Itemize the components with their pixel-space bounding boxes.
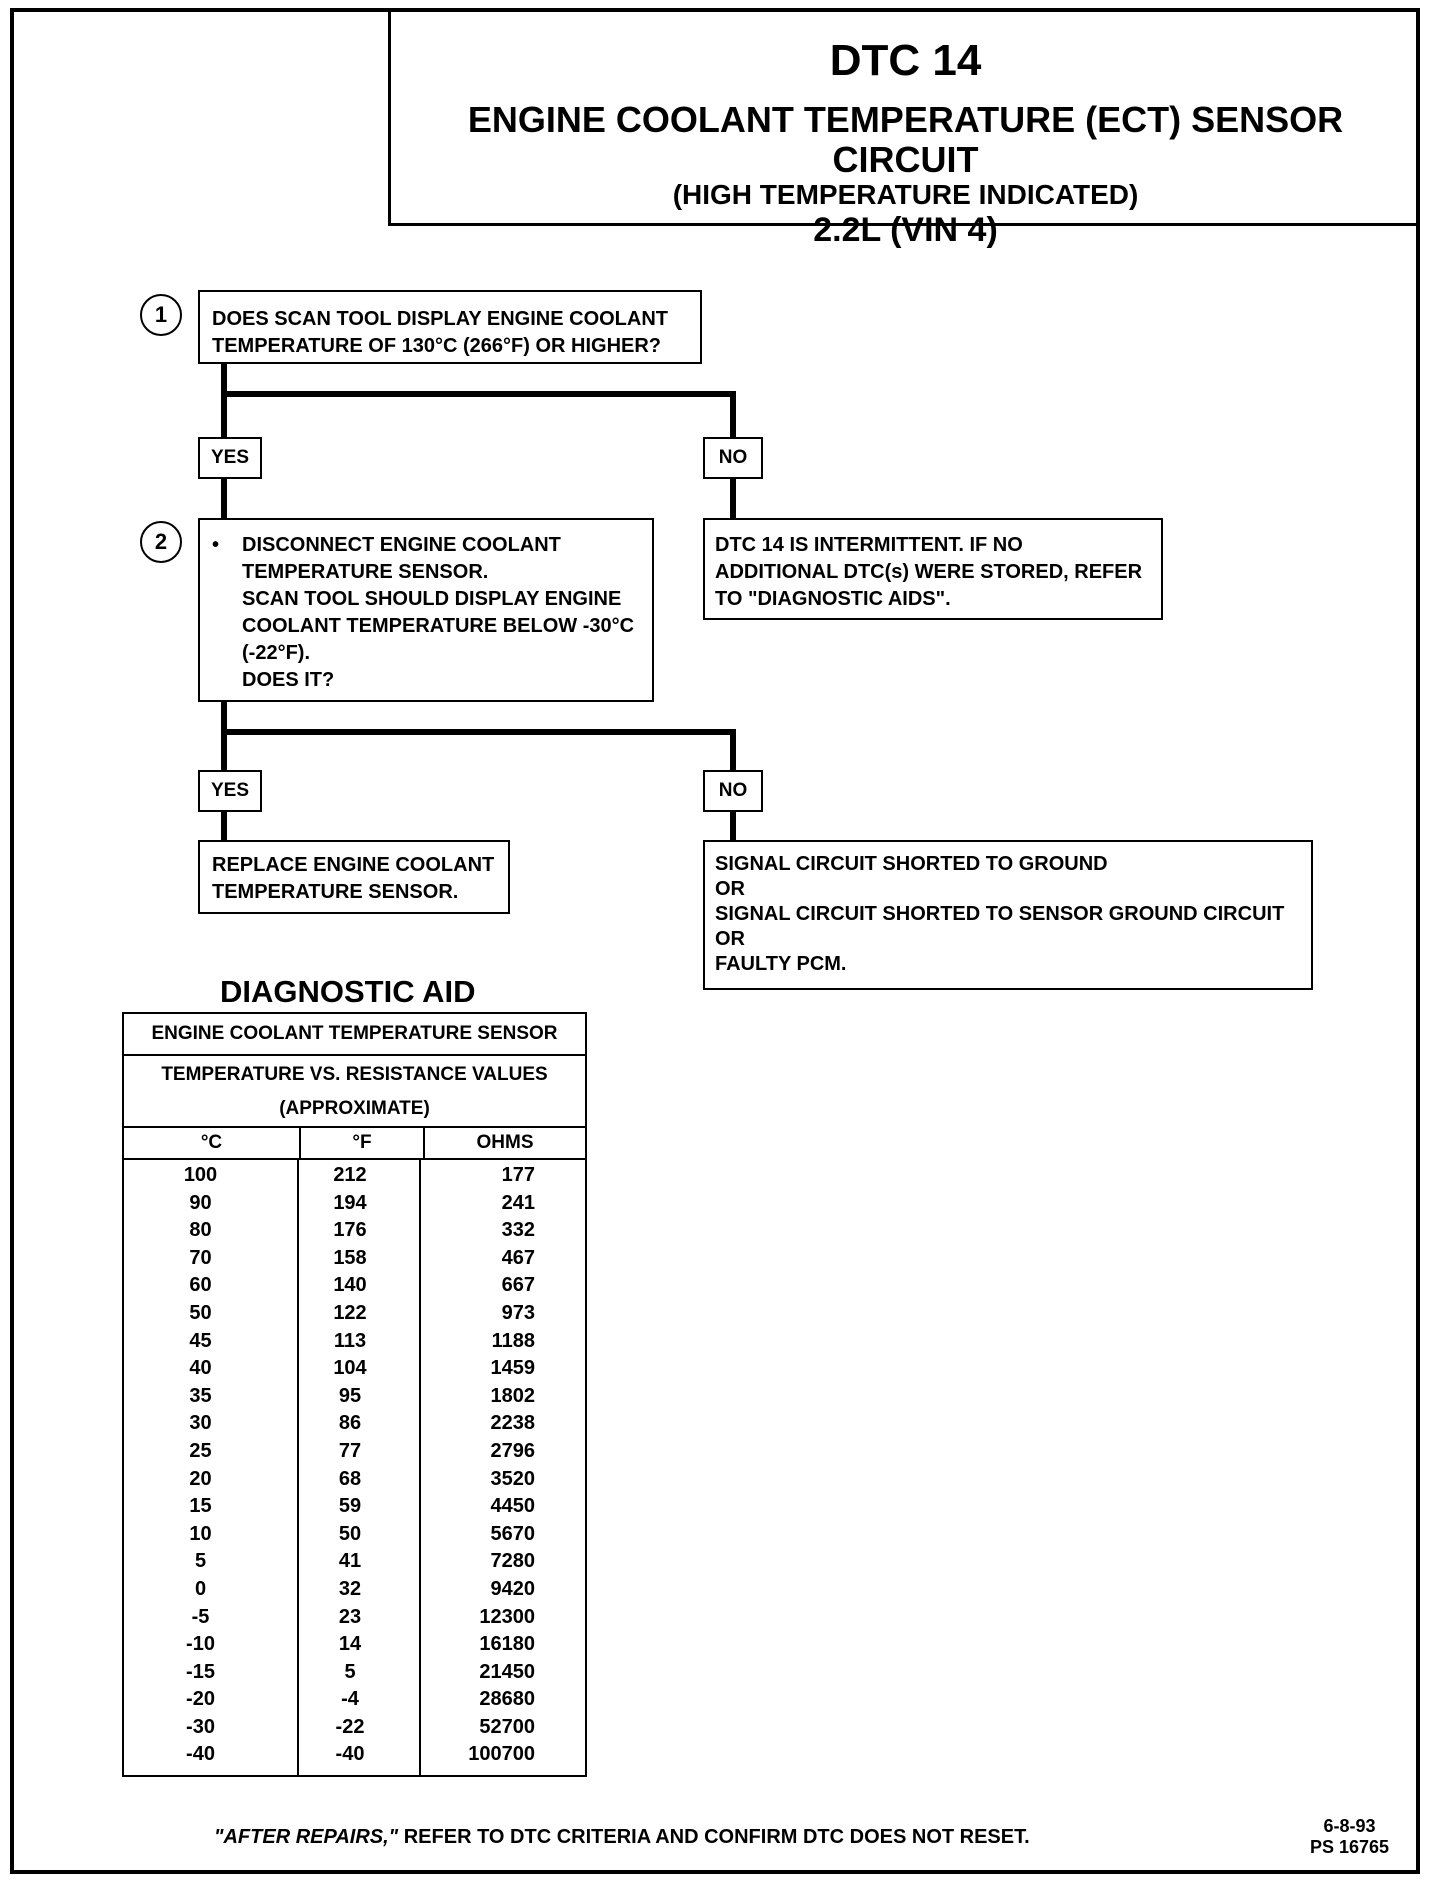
column-celsius: °C	[124, 1128, 301, 1158]
yes-label-1: YES	[198, 437, 262, 479]
no-label-2: NO	[703, 770, 763, 812]
yes-label-2: YES	[198, 770, 262, 812]
step-1-box: DOES SCAN TOOL DISPLAY ENGINE COOLANT TE…	[198, 290, 702, 364]
table-header-row: °C °F OHMS	[124, 1128, 585, 1160]
connector	[221, 812, 227, 842]
dtc-code: DTC 14	[829, 36, 982, 85]
page-frame	[10, 8, 1420, 1874]
after-repairs-note: "AFTER REPAIRS," REFER TO DTC CRITERIA A…	[214, 1826, 1030, 1849]
connector	[221, 729, 736, 735]
dtc-subtitle: (HIGH TEMPERATURE INDICATED)	[672, 179, 1139, 210]
connector	[730, 812, 736, 842]
no-label-1: NO	[703, 437, 763, 479]
connector	[221, 479, 227, 519]
bullet: •	[212, 534, 220, 556]
step-2-number: 2	[140, 521, 182, 563]
table-subtitle-line-1: TEMPERATURE VS. RESISTANCE VALUES	[161, 1064, 548, 1085]
connector	[221, 702, 227, 792]
connector	[730, 729, 736, 773]
ps-number: PS 16765	[1310, 1837, 1390, 1857]
title-block: DTC 14 ENGINE COOLANT TEMPERATURE (ECT) …	[388, 8, 1420, 249]
diagnostic-aid-title: DIAGNOSTIC AID	[220, 974, 476, 1009]
after-repairs-label: "AFTER REPAIRS,"	[214, 1826, 399, 1848]
resistance-table: ENGINE COOLANT TEMPERATURE SENSOR TEMPER…	[122, 1012, 587, 1778]
connector	[221, 391, 736, 397]
document-id: 6-8-93 PS 16765	[1310, 1816, 1389, 1858]
dtc-title: ENGINE COOLANT TEMPERATURE (ECT) SENSOR …	[467, 99, 1344, 180]
step-2-text: DISCONNECT ENGINE COOLANT TEMPERATURE SE…	[242, 534, 635, 691]
replace-sensor-box: REPLACE ENGINE COOLANT TEMPERATURE SENSO…	[198, 840, 510, 914]
step-2-box: • DISCONNECT ENGINE COOLANT TEMPERATURE …	[198, 518, 654, 702]
table-subtitle: TEMPERATURE VS. RESISTANCE VALUES (APPRO…	[124, 1056, 585, 1128]
fahrenheit-values: 212 194 176 158 140 122 113 104 95 86 77…	[299, 1160, 421, 1776]
celsius-values: 100 90 80 70 60 50 45 40 35 30 25 20 15 …	[124, 1160, 299, 1776]
circuit-fault-box: SIGNAL CIRCUIT SHORTED TO GROUND OR SIGN…	[703, 840, 1313, 990]
after-repairs-text: REFER TO DTC CRITERIA AND CONFIRM DTC DO…	[398, 1826, 1030, 1848]
connector	[730, 391, 736, 439]
intermittent-result-box: DTC 14 IS INTERMITTENT. IF NO ADDITIONAL…	[703, 518, 1163, 620]
column-ohms: OHMS	[476, 1132, 534, 1153]
table-subtitle-line-2: (APPROXIMATE)	[279, 1098, 430, 1119]
connector	[730, 479, 736, 519]
table-body: 100 90 80 70 60 50 45 40 35 30 25 20 15 …	[124, 1160, 585, 1776]
step-1-number: 1	[140, 294, 182, 336]
ohms-values: 177 241 332 467 667 973 1188 1459 1802 2…	[468, 1164, 535, 1766]
table-title: ENGINE COOLANT TEMPERATURE SENSOR	[124, 1014, 585, 1056]
column-fahrenheit: °F	[301, 1128, 425, 1158]
engine-label: 2.2L (VIN 4)	[813, 211, 998, 249]
revision-date: 6-8-93	[1323, 1816, 1376, 1836]
connector	[221, 364, 227, 462]
